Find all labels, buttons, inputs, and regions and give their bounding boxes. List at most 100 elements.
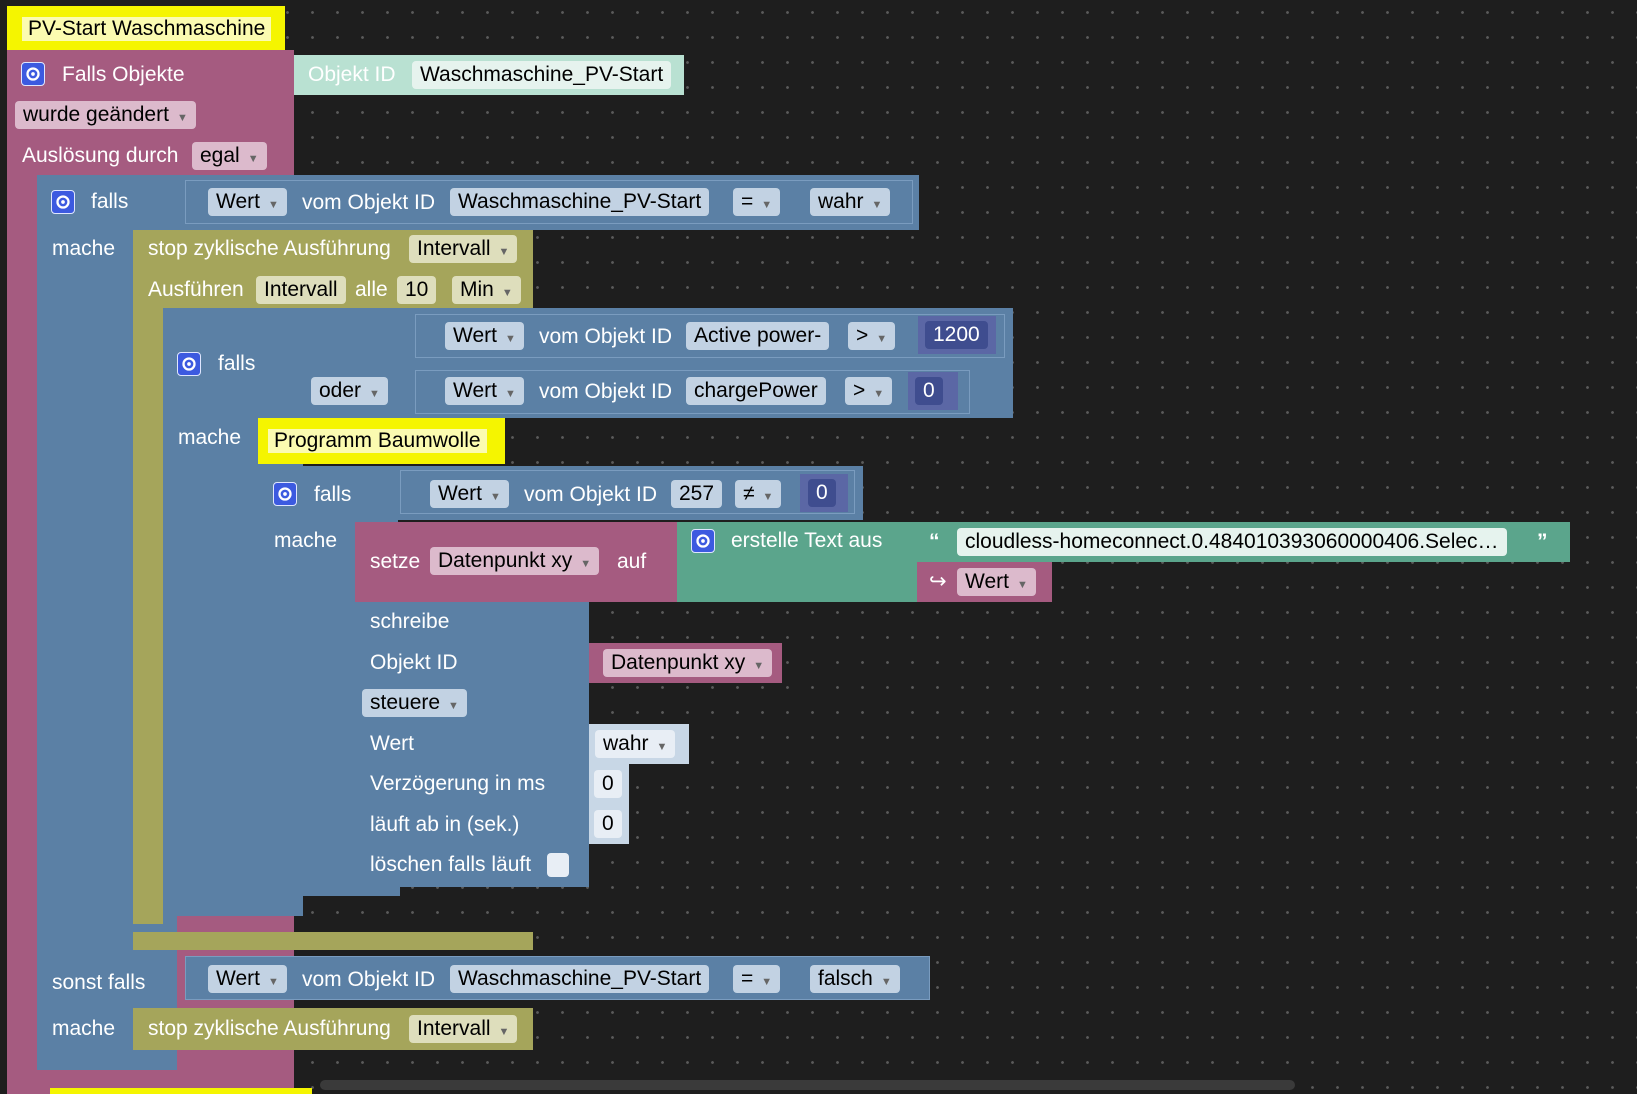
do-label: mache — [52, 237, 116, 260]
trigger-label: Falls Objekte — [62, 63, 185, 86]
close-quote-icon: ” — [1537, 530, 1548, 553]
do-label: mache — [52, 1017, 116, 1040]
operator-dropdown[interactable]: >▼ — [848, 322, 896, 350]
do-label: mache — [178, 426, 242, 449]
event-dropdown[interactable]: wurde geändert▼ — [15, 101, 196, 129]
object-id-field[interactable]: Waschmaschine_PV-Start — [450, 965, 710, 993]
object-id-field[interactable]: Waschmaschine_PV-Start — [450, 188, 710, 216]
ack-label: Auslösung durch — [22, 144, 179, 167]
object-id-field[interactable]: Waschmaschine_PV-Start — [412, 61, 672, 89]
value-label: Wert — [438, 482, 482, 505]
number-field[interactable]: 0 — [915, 377, 943, 405]
variable-name: Datenpunkt xy — [438, 549, 573, 572]
open-quote-icon: “ — [929, 530, 940, 553]
write-block[interactable] — [355, 602, 589, 887]
bool-block[interactable]: wahr▼ — [589, 724, 689, 764]
write-value-label: Wert — [370, 732, 414, 755]
variable-dropdown[interactable]: Wert▼ — [957, 568, 1036, 596]
from-object-label: vom Objekt ID — [524, 483, 658, 506]
from-object-label: vom Objekt ID — [539, 380, 673, 403]
clear-label: löschen falls läuft — [370, 853, 532, 876]
delay-field[interactable]: 0 — [594, 770, 622, 798]
number-block[interactable]: 0 — [589, 804, 629, 844]
number-field[interactable]: 0 — [808, 479, 836, 507]
value-dropdown[interactable]: Wert▼ — [430, 480, 509, 508]
object-id-field[interactable]: chargePower — [686, 377, 826, 405]
number-field[interactable]: 1200 — [925, 321, 988, 349]
operator-value: = — [741, 190, 754, 213]
if-label: falls — [314, 483, 352, 506]
expire-field[interactable]: 0 — [594, 810, 622, 838]
operator-value: > — [856, 324, 869, 347]
gear-icon[interactable] — [177, 352, 201, 376]
comment-text: Programm Baumwolle — [268, 429, 487, 453]
event-value: wurde geändert — [23, 103, 169, 126]
return-arrow-icon: ↪ — [929, 570, 947, 593]
object-id-field[interactable]: Active power- — [686, 322, 830, 350]
write-label: schreibe — [370, 610, 450, 633]
operator-dropdown[interactable]: =▼ — [733, 188, 781, 216]
interval-name-field[interactable]: Intervall — [256, 276, 346, 304]
object-variable-block[interactable]: Datenpunkt xy▼ — [589, 643, 782, 683]
if-block-foot — [163, 900, 303, 916]
object-id-field[interactable]: 257 — [671, 480, 723, 508]
comment-block[interactable]: PV-Start Waschmaschine — [7, 6, 285, 50]
variable-name: Datenpunkt xy — [611, 651, 746, 674]
value-dropdown[interactable]: Wert▼ — [208, 965, 287, 993]
interval-unit-dropdown[interactable]: Min▼ — [452, 276, 521, 304]
operator-dropdown[interactable]: ≠▼ — [735, 480, 782, 508]
bool-value: wahr — [818, 190, 864, 213]
interval-name-dropdown[interactable]: Intervall▼ — [409, 235, 518, 263]
interval-block-body — [133, 274, 163, 924]
comment-bottom-bar — [50, 1088, 312, 1094]
logic-operator-dropdown[interactable]: oder▼ — [311, 377, 388, 405]
value-label: Wert — [453, 379, 497, 402]
gear-icon[interactable] — [21, 62, 45, 86]
operator-value: > — [853, 379, 866, 402]
text-join-block[interactable] — [677, 522, 917, 602]
bool-dropdown[interactable]: wahr▼ — [810, 188, 891, 216]
gear-icon[interactable] — [273, 482, 297, 506]
operator-value: = — [741, 967, 754, 990]
set-label: setze — [370, 550, 421, 573]
bool-dropdown[interactable]: falsch▼ — [810, 965, 900, 993]
variable-dropdown[interactable]: Datenpunkt xy▼ — [603, 649, 773, 677]
text-string-block[interactable]: “ cloudless-homeconnect.0.48401039306000… — [917, 522, 1570, 562]
object-id-block[interactable]: Objekt ID Waschmaschine_PV-Start — [294, 55, 684, 95]
write-mode-dropdown[interactable]: steuere▼ — [362, 689, 467, 717]
to-label: auf — [617, 550, 647, 573]
variable-dropdown[interactable]: Datenpunkt xy▼ — [430, 547, 600, 575]
from-object-label: vom Objekt ID — [302, 968, 436, 991]
object-id-label: Objekt ID — [308, 63, 396, 86]
interval-exec-label: Ausführen — [148, 278, 244, 301]
operator-dropdown[interactable]: =▼ — [733, 965, 781, 993]
clear-checkbox[interactable] — [547, 853, 569, 877]
value-dropdown[interactable]: Wert▼ — [445, 322, 524, 350]
text-join-label: erstelle Text aus — [731, 529, 883, 552]
comment-block[interactable]: Programm Baumwolle — [258, 418, 505, 464]
value-dropdown[interactable]: Wert▼ — [208, 188, 287, 216]
value-dropdown[interactable]: Wert▼ — [445, 377, 524, 405]
if-label: falls — [218, 352, 256, 375]
stop-interval-label: stop zyklische Ausführung — [148, 237, 391, 260]
operator-dropdown[interactable]: >▼ — [845, 377, 893, 405]
expire-label: läuft ab in (sek.) — [370, 813, 520, 836]
gear-icon[interactable] — [691, 529, 715, 553]
bool-value: falsch — [818, 967, 873, 990]
from-object-label: vom Objekt ID — [302, 191, 436, 214]
stop-interval-label: stop zyklische Ausführung — [148, 1017, 391, 1040]
get-variable-block[interactable]: ↪ Wert▼ — [917, 562, 1052, 602]
interval-name: Intervall — [417, 237, 491, 260]
interval-block-foot — [133, 932, 533, 950]
gear-icon[interactable] — [51, 190, 75, 214]
number-block[interactable]: 0 — [589, 764, 629, 804]
bool-dropdown[interactable]: wahr▼ — [595, 730, 676, 758]
logic-operator: oder — [319, 379, 362, 402]
write-object-label: Objekt ID — [370, 651, 458, 674]
horizontal-scrollbar[interactable] — [320, 1080, 1295, 1090]
interval-number-field[interactable]: 10 — [397, 276, 437, 304]
ack-dropdown[interactable]: egal▼ — [192, 142, 267, 170]
interval-name-dropdown[interactable]: Intervall▼ — [409, 1015, 518, 1043]
text-string-field[interactable]: cloudless-homeconnect.0.4840103930600004… — [957, 528, 1507, 556]
comment-text: PV-Start Waschmaschine — [22, 17, 272, 41]
